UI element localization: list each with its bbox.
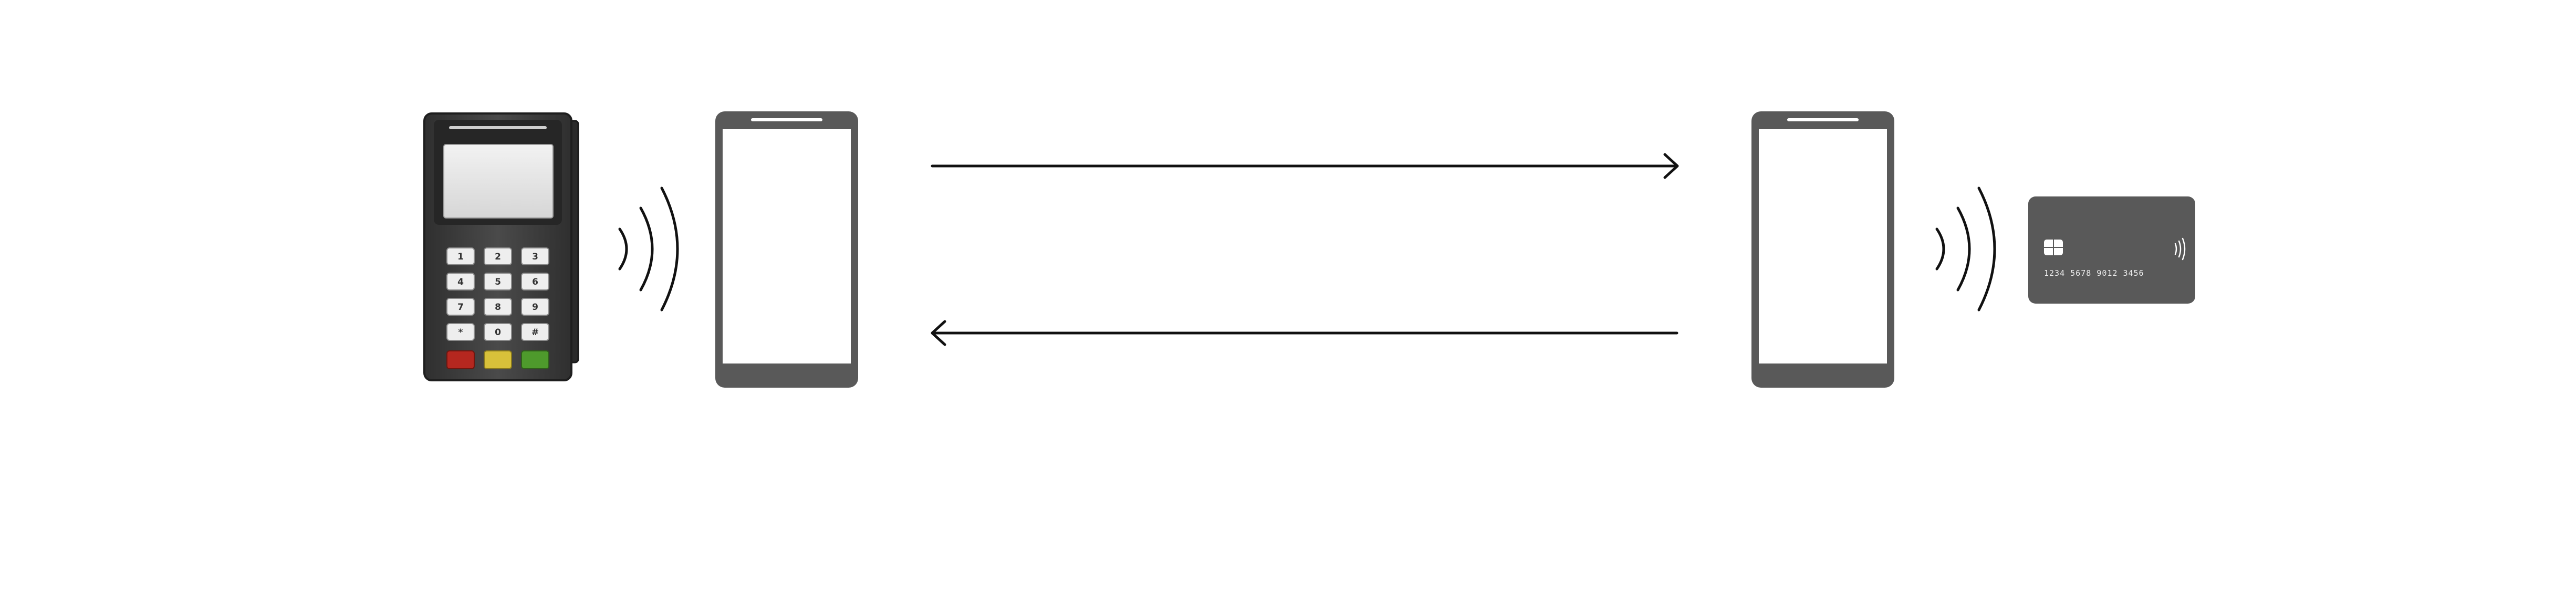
keypad-key: *	[446, 323, 475, 341]
keypad-key-face	[446, 247, 475, 265]
pos-terminal-icon: 1 2 3 4 5 6 7 8 9 * 0 #	[423, 112, 579, 381]
smartphone-icon-left	[715, 111, 858, 388]
phone-screen	[723, 129, 851, 363]
keypad-key: 0	[484, 323, 512, 341]
keypad-key: 5	[484, 273, 512, 290]
keypad-key-label: 3	[532, 252, 538, 262]
keypad-key-face	[521, 273, 549, 290]
keypad-key-face	[446, 323, 475, 341]
keypad-key-label: 9	[532, 302, 538, 313]
wave-medium	[1956, 206, 1971, 292]
keypad-key-face	[484, 273, 512, 290]
contactless-symbol-icon	[2174, 237, 2186, 261]
wave-medium	[639, 206, 654, 292]
wave-large	[660, 186, 679, 311]
contactless-waves-icon-right	[1935, 186, 1996, 311]
keypad-key: 9	[521, 298, 549, 316]
keypad-key: 4	[446, 273, 475, 290]
keypad-key-face	[484, 298, 512, 316]
keypad-key-face	[446, 298, 475, 316]
arrow-left	[931, 320, 1678, 346]
enter-key	[521, 350, 549, 369]
keypad-key-label: 5	[495, 277, 501, 287]
contactless-waves-icon-left	[618, 186, 679, 311]
keypad-key-face	[521, 247, 549, 265]
keypad-key-label: *	[458, 327, 463, 338]
keypad-key: 7	[446, 298, 475, 316]
terminal-screen	[443, 144, 554, 219]
keypad-key-face	[446, 273, 475, 290]
phone-speaker	[1787, 118, 1859, 121]
keypad-key-label: 2	[495, 252, 501, 262]
keypad-key: 6	[521, 273, 549, 290]
keypad-key: 3	[521, 247, 549, 265]
keypad-key-label: 0	[495, 327, 501, 338]
keypad-key-label: 6	[532, 277, 538, 287]
keypad-key-label: 7	[457, 302, 464, 313]
keypad-key: #	[521, 323, 549, 341]
chip-icon	[2044, 240, 2063, 255]
arrow-left-head	[931, 320, 946, 346]
terminal-card-slot	[449, 126, 547, 129]
keypad-key-face	[521, 323, 549, 341]
phone-speaker	[751, 118, 822, 121]
wave-small	[618, 227, 628, 271]
card-body	[2028, 196, 2195, 304]
keypad-key-label: 4	[457, 277, 464, 287]
keypad-key-face	[484, 323, 512, 341]
keypad-key-label: 8	[495, 302, 501, 313]
keypad-key-face	[484, 247, 512, 265]
payment-card-icon: 1234 5678 9012 3456	[2028, 196, 2195, 304]
arrow-right	[931, 153, 1679, 179]
card-number: 1234 5678 9012 3456	[2044, 268, 2144, 278]
arrow-right-head	[1663, 153, 1679, 179]
keypad-key-face	[521, 298, 549, 316]
keypad-key-label: #	[531, 327, 539, 338]
cancel-key	[446, 350, 475, 369]
keypad-key-label: 1	[457, 252, 464, 262]
keypad-key: 1	[446, 247, 475, 265]
terminal-keypad: 1 2 3 4 5 6 7 8 9 * 0 #	[446, 247, 549, 341]
wave-small	[1935, 227, 1945, 271]
wave-large	[1977, 186, 1996, 311]
smartphone-icon-right	[1751, 111, 1894, 388]
keypad-key: 8	[484, 298, 512, 316]
keypad-key: 2	[484, 247, 512, 265]
clear-key	[484, 350, 512, 369]
phone-screen	[1759, 129, 1887, 363]
